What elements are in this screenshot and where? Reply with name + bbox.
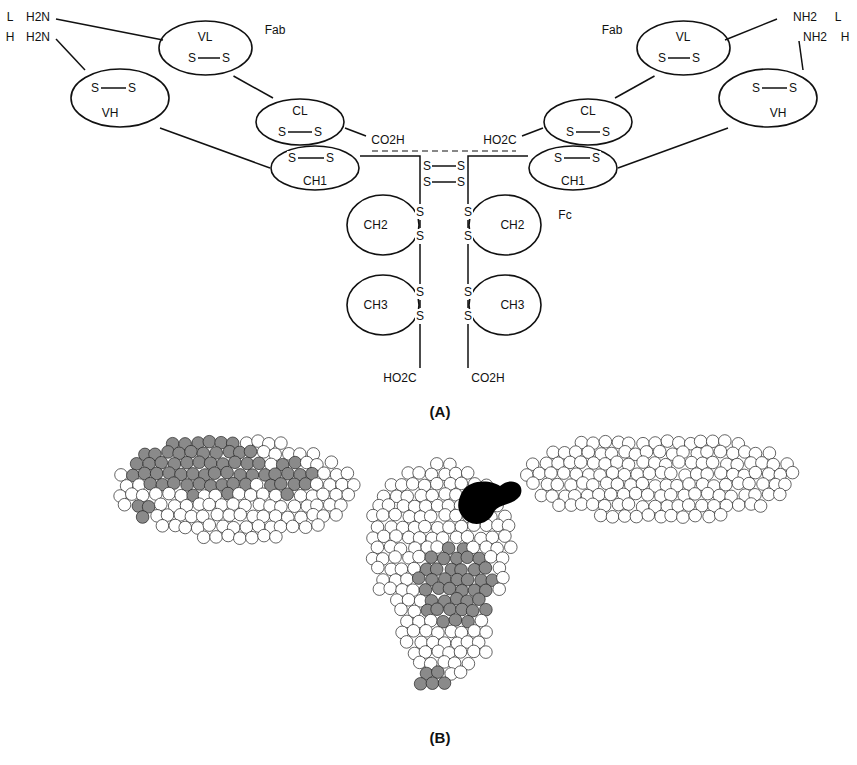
domain-label: CH1 [561,174,585,188]
domain-lobe: CH1 [270,145,360,191]
part-label: S [325,151,335,165]
domain-label: CH2 [500,218,524,232]
part-label: S [127,81,137,95]
domain-lobe: CH3 [346,274,420,336]
lobe-outline [158,20,253,76]
part-label: S [463,309,473,323]
domain-label: VH [770,106,787,120]
part-label: H [5,30,16,44]
part-label: H2N [25,30,51,44]
domain-label: VH [102,106,119,120]
part-label: S [277,125,287,139]
part-label: S [456,175,466,189]
part-label: S [601,125,611,139]
part-label: S [657,51,667,65]
domain-lobe: CL [543,98,633,146]
part-label: S [187,51,197,65]
part-label: L [834,10,843,24]
chain-connector [618,128,728,168]
part-label: S [463,205,473,219]
lobe-outline [718,68,818,128]
panel-label: (B) [429,731,452,745]
part-label: S [221,51,231,65]
domain-lobe: VH [718,68,818,128]
part-label: S [691,51,701,65]
part-label: Fc [557,208,572,222]
domain-label: CH3 [364,298,388,312]
part-label: S [313,125,323,139]
domain-label: CL [292,104,307,118]
chain-connector [360,156,420,194]
part-label: CO2H [370,133,405,147]
part-label: S [553,151,563,165]
part-label: S [422,175,432,189]
chain-connector [467,256,469,274]
part-label: S [463,229,473,243]
lobe-outline [70,68,170,128]
domain-label: CL [580,104,595,118]
part-label: S [415,205,425,219]
part-label: S [90,81,100,95]
part-label: S [422,159,432,173]
domain-lobe: CH2 [468,194,542,256]
part-label: S [287,151,297,165]
domain-label: CH2 [364,218,388,232]
domain-label: VL [198,30,213,44]
part-label: HO2C [482,133,517,147]
part-label: NH2 [802,30,828,44]
carbohydrate-blob [458,481,521,523]
domain-label: VL [676,30,691,44]
part-label: S [463,285,473,299]
domain-lobe: VL [158,20,253,76]
lobe-outline [636,20,731,76]
chain-connector [419,256,421,274]
domain-lobe: CH2 [346,194,420,256]
chain-connector [234,76,274,98]
part-label: S [415,285,425,299]
part-label: NH2 [792,10,818,24]
domain-label: CH3 [500,298,524,312]
part-label: S [565,125,575,139]
part-label: S [591,151,601,165]
part-label: CO2H [470,371,505,385]
domain-label: CH1 [303,174,327,188]
part-label: HO2C [382,371,417,385]
chain-connector [468,156,528,194]
chain-connector [160,128,270,168]
part-label: Fab [601,23,624,37]
part-label: S [456,159,466,173]
domain-lobe: CL [255,98,345,146]
part-label: H2N [25,10,51,24]
part-label: Fab [264,23,287,37]
domain-lobe: CH1 [528,145,618,191]
chain-connector [615,76,655,98]
domain-lobe: VH [70,68,170,128]
part-label: S [751,81,761,95]
part-label: S [788,81,798,95]
domain-lobe: CH3 [468,274,542,336]
domain-lobe: VL [636,20,731,76]
part-label: L [6,10,15,24]
part-label: S [415,229,425,243]
panel-label: (A) [429,405,452,419]
part-label: S [415,309,425,323]
part-label: H [840,30,851,44]
